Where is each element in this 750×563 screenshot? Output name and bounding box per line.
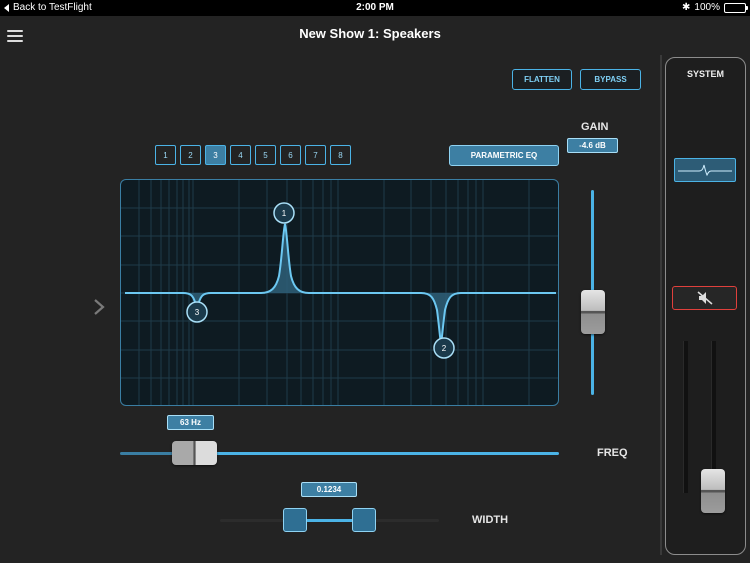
panel-divider (660, 55, 662, 555)
system-eq-button[interactable] (674, 158, 736, 182)
eq-response-curve (125, 223, 556, 345)
battery-percent: 100% (694, 2, 720, 13)
chevron-right-icon[interactable] (92, 297, 106, 317)
eq-marker-2-label: 2 (442, 344, 447, 353)
gain-label: GAIN (581, 121, 609, 133)
mute-button[interactable] (672, 286, 737, 310)
eq-curve-icon (678, 164, 732, 177)
width-label: WIDTH (472, 514, 509, 526)
freq-label: FREQ (597, 447, 628, 459)
eq-graph[interactable]: 1 3 2 (120, 179, 559, 406)
battery-icon (724, 2, 748, 13)
eq-type-label: PARAMETRIC EQ (470, 151, 538, 160)
status-time: 2:00 PM (356, 2, 394, 13)
eq-graph-canvas: 1 3 2 (121, 180, 558, 405)
back-label: Back to TestFlight (13, 2, 92, 13)
band-button-2[interactable]: 2 (180, 145, 201, 165)
band-button-1[interactable]: 1 (155, 145, 176, 165)
system-title: SYSTEM (686, 69, 724, 79)
level-meter-right (711, 341, 716, 493)
width-slider-right-knob[interactable] (352, 508, 376, 532)
eq-marker-2[interactable]: 2 (433, 337, 455, 359)
freq-slider-knob[interactable] (172, 441, 217, 465)
system-panel: SYSTEM (665, 57, 746, 555)
hamburger-menu-icon[interactable] (7, 30, 23, 42)
back-caret-icon (4, 3, 9, 12)
back-to-testflight-link[interactable]: Back to TestFlight (4, 2, 92, 13)
band-button-7[interactable]: 7 (305, 145, 326, 165)
eq-marker-3-label: 3 (195, 308, 200, 317)
band-button-5[interactable]: 5 (255, 145, 276, 165)
width-slider-range (306, 519, 356, 522)
band-button-6[interactable]: 6 (280, 145, 301, 165)
bluetooth-icon: ✱ (682, 2, 691, 13)
freq-slider-track-right[interactable] (210, 452, 559, 455)
speaker-muted-icon (697, 291, 712, 305)
band-button-8[interactable]: 8 (330, 145, 351, 165)
bypass-button[interactable]: BYPASS (580, 69, 641, 90)
freq-slider-track-left[interactable] (120, 452, 180, 455)
level-meter-left (683, 341, 688, 493)
band-button-3[interactable]: 3 (205, 145, 226, 165)
eq-marker-1-label: 1 (282, 209, 287, 218)
band-button-4[interactable]: 4 (230, 145, 251, 165)
gain-value: -4.6 dB (567, 138, 618, 153)
system-volume-fader-knob[interactable] (701, 469, 725, 513)
page-title: New Show 1: Speakers (299, 26, 441, 41)
band-selector: 1 2 3 4 5 6 7 8 (155, 145, 351, 165)
status-bar: Back to TestFlight 2:00 PM ✱ 100% (0, 0, 750, 16)
eq-marker-1[interactable]: 1 (273, 202, 295, 224)
eq-marker-3[interactable]: 3 (186, 301, 208, 323)
width-value: 0.1234 (301, 482, 357, 497)
gain-slider-knob[interactable] (581, 290, 605, 334)
eq-type-dropdown[interactable]: PARAMETRIC EQ (449, 145, 559, 166)
flatten-button[interactable]: FLATTEN (512, 69, 572, 90)
freq-value: 63 Hz (167, 415, 214, 430)
width-slider-left-knob[interactable] (283, 508, 307, 532)
